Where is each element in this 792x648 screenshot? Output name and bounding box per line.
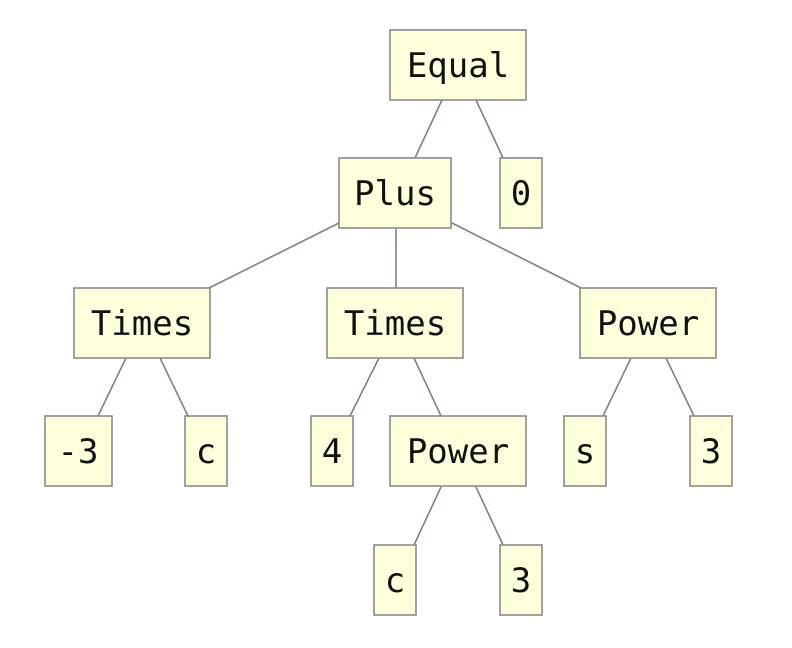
node-label: 4 (322, 432, 342, 472)
node-plus: Plus (338, 157, 452, 229)
node-label: -3 (58, 432, 99, 472)
edge-plus-times-left (208, 222, 340, 289)
node-three-right: 3 (689, 415, 733, 487)
node-c-bottom: c (373, 544, 417, 616)
node-label: c (196, 432, 216, 472)
edge-plus-power-right (451, 222, 582, 289)
edge-times-left-c (159, 357, 189, 417)
edge-power-right-3 (665, 357, 695, 417)
node-times-middle: Times (326, 287, 464, 359)
node-label: s (575, 432, 595, 472)
node-power-inner: Power (389, 415, 527, 487)
node-label: 0 (511, 174, 531, 214)
node-c-left: c (184, 415, 228, 487)
node-label: Times (91, 304, 193, 344)
edge-times-middle-4 (349, 357, 380, 417)
node-power-right: Power (579, 287, 717, 359)
node-label: Power (407, 432, 509, 472)
node-label: 3 (701, 432, 721, 472)
node-s: s (563, 415, 607, 487)
edge-power-right-s (602, 357, 632, 417)
node-label: c (385, 561, 405, 601)
edge-power-inner-3 (475, 486, 504, 546)
node-three-bottom: 3 (499, 544, 543, 616)
node-label: Plus (354, 174, 436, 214)
node-zero: 0 (499, 157, 543, 229)
node-times-left: Times (73, 287, 211, 359)
node-label: Equal (407, 46, 509, 86)
edge-times-middle-power (413, 357, 442, 417)
node-four: 4 (310, 415, 354, 487)
edge-power-inner-c (413, 486, 442, 546)
tree-edges (97, 99, 695, 546)
node-label: 3 (511, 561, 531, 601)
edge-times-left-neg3 (97, 357, 127, 417)
node-equal: Equal (389, 29, 527, 101)
node-neg3: -3 (44, 415, 113, 487)
edge-equal-plus (414, 99, 443, 159)
node-label: Power (597, 304, 699, 344)
edge-equal-zero (475, 99, 504, 159)
node-label: Times (344, 304, 446, 344)
